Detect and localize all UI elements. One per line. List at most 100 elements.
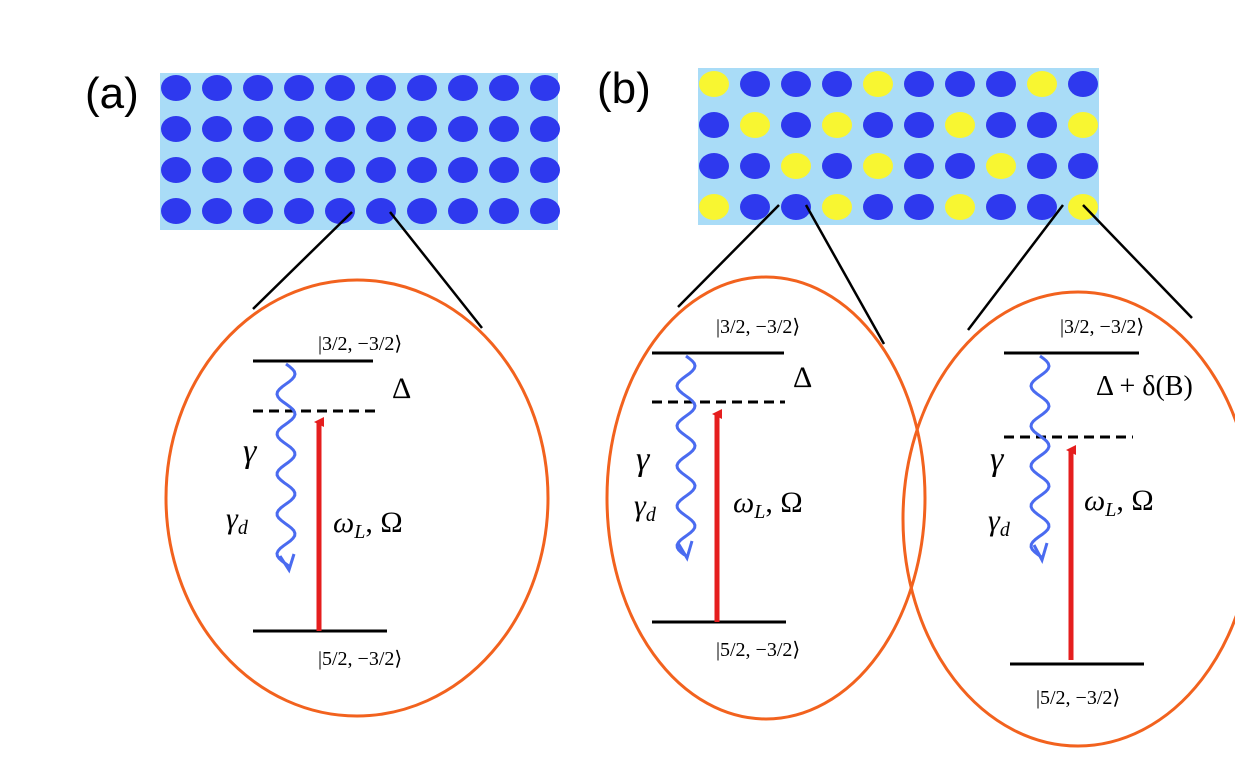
lattice-a-atom-blue [530,116,560,142]
zoom-ellipse-b-right [901,290,1235,748]
decay-arrowhead-b-right [1032,542,1049,564]
lattice-a-atom-blue [530,75,560,101]
zoom-line-b-left-2 [804,204,886,345]
lattice-a-atom-blue [161,198,191,224]
lattice-b-atom-blue [986,71,1016,97]
lattice-b-atom-blue [699,112,729,138]
lattice-b-atom-blue [904,153,934,179]
lattice-a-atom-blue [161,157,191,183]
lattice-b-atom-yellow [945,194,975,220]
lattice-a-atom-blue [325,198,355,224]
lattice-b-atom-blue [945,71,975,97]
lattice-a-atom-blue [325,75,355,101]
detuning-b-right: Δ + δ(B) [1096,371,1193,402]
lattice-a-atom-blue [284,157,314,183]
lattice-b-atom-yellow [781,153,811,179]
lattice-a-atom-blue [243,75,273,101]
panel-b-label: (b) [597,64,651,113]
lattice-b-atom-blue [699,153,729,179]
lattice-a-atom-blue [202,75,232,101]
lattice-a-atom-blue [366,198,396,224]
lattice-a-atom-blue [448,157,478,183]
laser-label-a: ωL, Ω [333,506,403,543]
lattice-b-atom-blue [822,71,852,97]
gamma-b-right: γ [990,441,1005,478]
lattice-a-atom-blue [243,157,273,183]
lattice-a-atom-blue [366,157,396,183]
lattice-a-atom-blue [284,75,314,101]
zoom-line-b-right-2 [1082,204,1193,319]
detuning-a: Δ [392,372,411,405]
lattice-b-atom-blue [740,194,770,220]
lattice-b-atom-blue [781,194,811,220]
zoom-ellipse-b-left [605,275,927,721]
lattice-a-atom-blue [161,75,191,101]
lattice-b-atom-blue [1068,71,1098,97]
lattice-b-atom-blue [740,71,770,97]
decay-arrowhead-b-left [676,540,694,562]
lattice-a-atom-blue [448,116,478,142]
lattice-a-atom-blue [407,198,437,224]
lattice-b-atom-blue [904,112,934,138]
lower-state-b-right: |5/2, −3/2⟩ [1036,687,1120,709]
lattice-b-atom-blue [986,194,1016,220]
lattice-a-atom-blue [161,116,191,142]
lattice-b-atom-blue [781,71,811,97]
decay-wave-b-left [675,354,697,557]
lattice-b-atom-yellow [699,194,729,220]
lattice-a-atom-blue [530,198,560,224]
lattice-a-atom-blue [202,198,232,224]
zoom-line-a-right [389,211,483,329]
lattice-a-atom-blue [243,116,273,142]
upper-state-a: |3/2, −3/2⟩ [318,333,402,355]
lattice-b-atom-blue [781,112,811,138]
zoom-ellipse-a [164,278,550,718]
lattice-b-atom-blue [1027,194,1057,220]
upper-state-b-right: |3/2, −3/2⟩ [1060,316,1144,338]
lattice-b-atom-blue [1027,153,1057,179]
lattice-a-atom-blue [407,116,437,142]
lattice-b-atom-yellow [822,112,852,138]
lattice-b-atom-blue [986,112,1016,138]
panel-a-label: (a) [85,69,139,118]
lattice-a-atom-blue [202,157,232,183]
lattice-b-atom-yellow [1068,112,1098,138]
lower-state-b-left: |5/2, −3/2⟩ [716,639,800,661]
lattice-a-atom-blue [530,157,560,183]
lattice-b-atom-yellow [699,71,729,97]
lattice-a-atom-blue [366,75,396,101]
lattice-b-atom-blue [945,153,975,179]
zoom-line-a-left [252,211,353,310]
lower-state-a: |5/2, −3/2⟩ [318,648,402,670]
lattice-b-atom-yellow [863,71,893,97]
lattice-a-atom-blue [243,198,273,224]
lattice-a-atom-blue [407,157,437,183]
lattice-b-atom-yellow [863,153,893,179]
lattice-a-atom-blue [284,198,314,224]
lattice-b-atom-yellow [740,112,770,138]
upper-state-b-left: |3/2, −3/2⟩ [716,316,800,338]
lattice-a-atom-blue [202,116,232,142]
lattice-b-atom-blue [1027,112,1057,138]
gamma-a: γ [243,433,258,470]
lattice-a-atom-blue [489,157,519,183]
lattice-b-atom-yellow [822,194,852,220]
lattice-b-atom-blue [822,153,852,179]
decay-wave-a [275,362,297,568]
detuning-b-left: Δ [793,361,812,394]
lattice-a-atom-blue [489,75,519,101]
lattice-a-atom-blue [489,116,519,142]
lattice-b-atom-blue [904,71,934,97]
lattice-a-atom-blue [366,116,396,142]
gamma-d-a: γd [226,502,249,539]
gamma-b-left: γ [636,441,651,478]
lattice-a-atom-blue [489,198,519,224]
zoom-line-b-right-1 [967,204,1064,331]
lattice-a-atom-blue [325,157,355,183]
lattice-b-atom-yellow [1027,71,1057,97]
lattice-a-atom-blue [448,198,478,224]
zoom-line-b-left-1 [677,204,780,308]
lattice-a-atom-blue [448,75,478,101]
lattice-a-atom-blue [407,75,437,101]
